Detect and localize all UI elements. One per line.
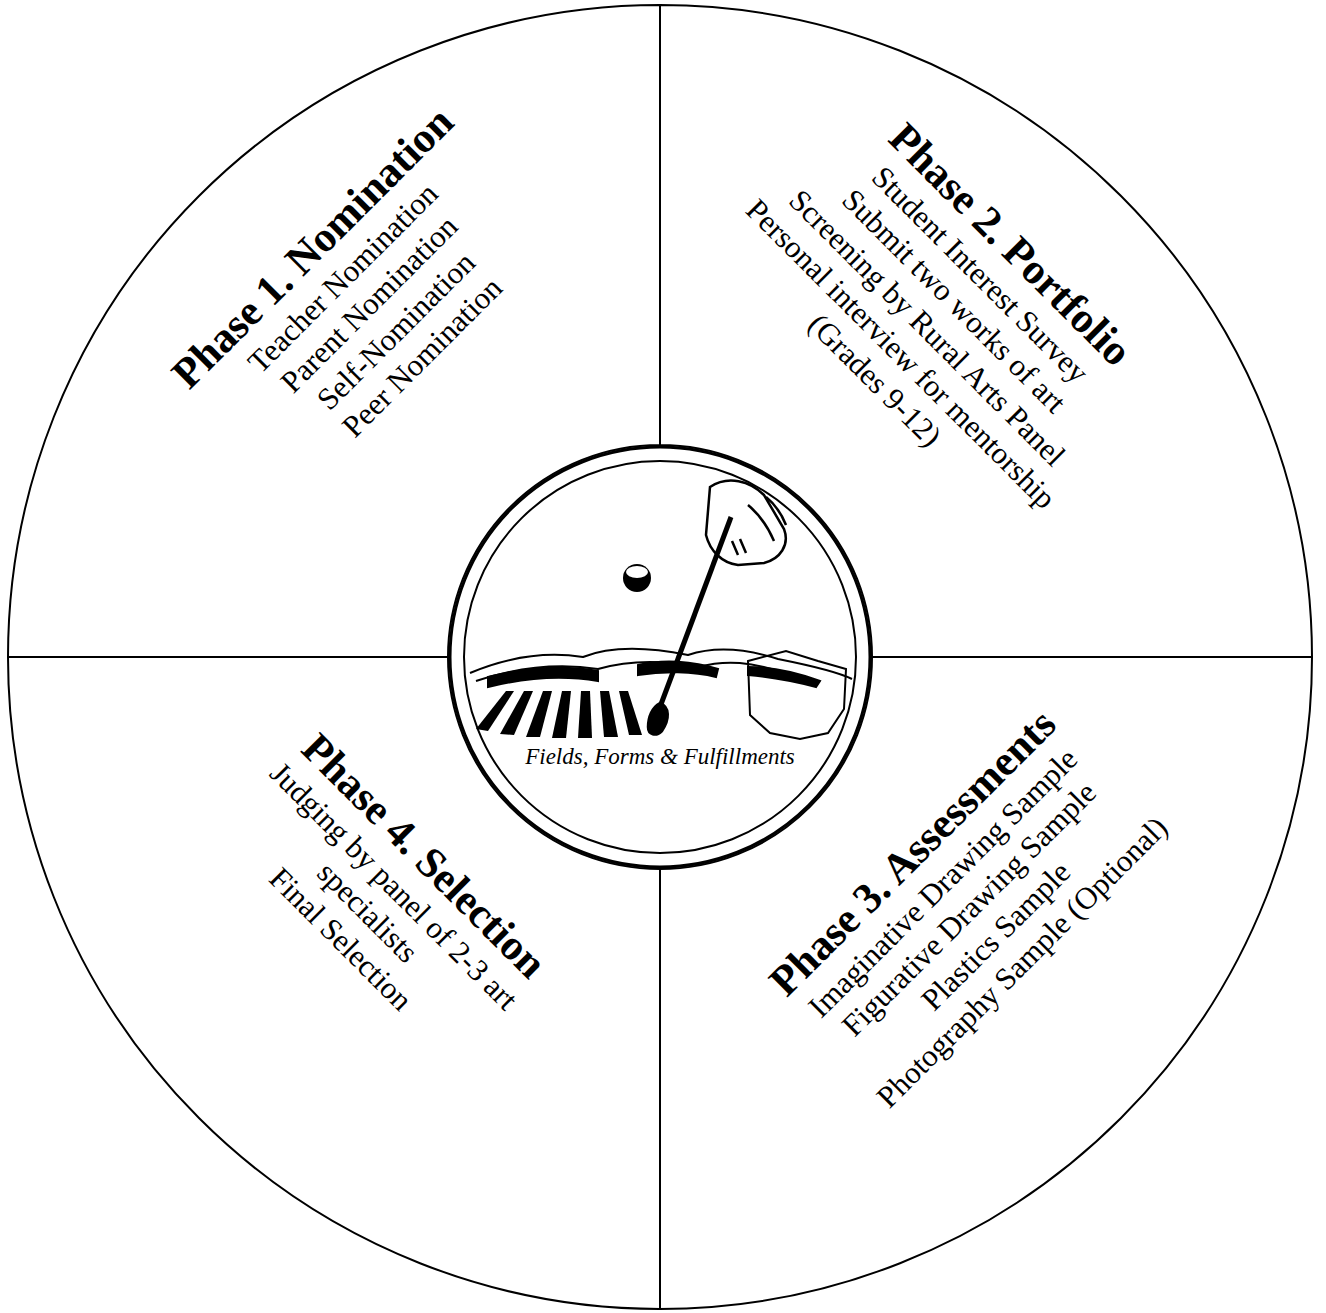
furrow [552,691,571,738]
furrow [500,691,533,735]
hill-shadow [748,667,820,687]
logo-rings [448,445,872,869]
logo-circle: Fields, Forms & Fulfillments [448,445,872,869]
brush-tip [648,703,668,734]
brush-handle [660,517,731,707]
furrow [526,691,552,737]
phase-quadrant: Phase 2. PortfolioStudent Interest Surve… [660,5,1312,657]
hill-shadow [488,668,598,687]
sun-disc [623,564,651,592]
finger-line [766,497,786,525]
furrow [600,691,618,737]
finger-line [732,539,746,555]
furrow [619,691,642,735]
state-outline [748,651,846,739]
quadrant-shape [660,5,1312,657]
field-furrows [476,691,642,738]
hand-with-brush [648,481,786,735]
logo-motto: Fields, Forms & Fulfillments [521,743,799,771]
logo-outer-ring [450,447,870,867]
quadrant-shape [8,5,660,657]
finger-line [748,505,774,541]
sun [623,564,651,592]
sun-highlight [626,566,648,578]
furrow [578,691,592,738]
phase-quadrant: Phase 1. NominationTeacher NominationPar… [8,5,660,657]
logo-inner-ring [464,461,856,853]
